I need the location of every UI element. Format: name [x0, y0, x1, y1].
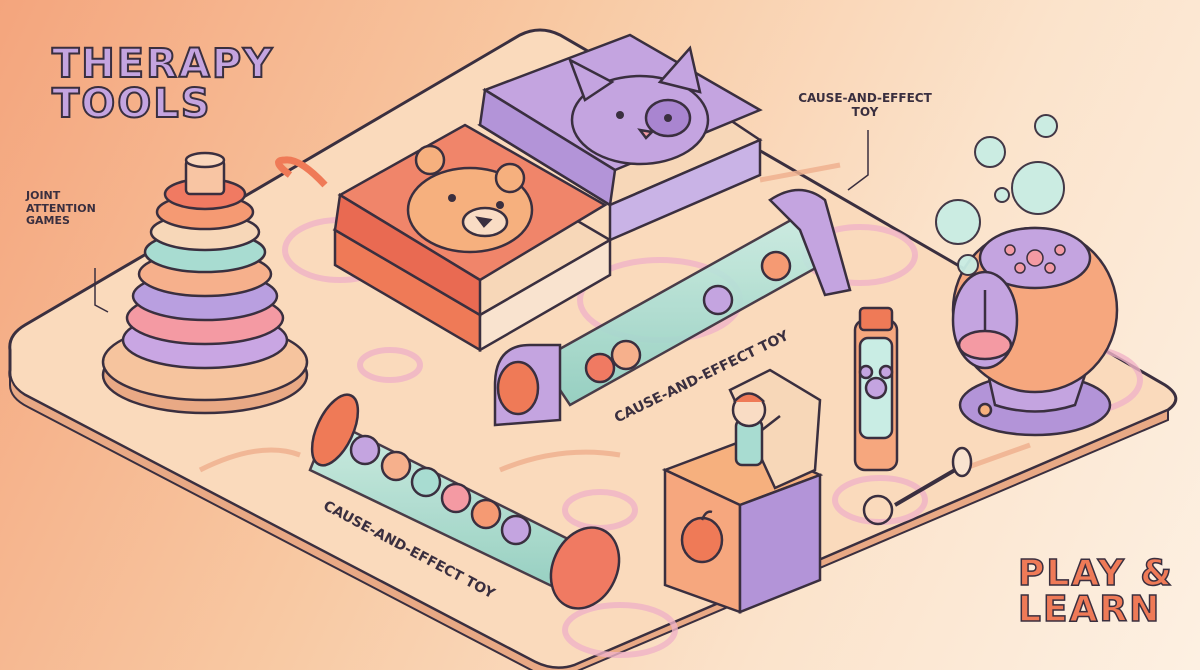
- bubble-bottle: [853, 306, 899, 472]
- label-line: JOINT: [26, 189, 61, 202]
- label-line: TOY: [851, 104, 879, 119]
- cause-effect-tube-middle: [493, 188, 852, 427]
- title-line-1: PLAY &: [1017, 553, 1174, 594]
- bear-cloth-book: [275, 123, 613, 353]
- label-line: ATTENTION: [26, 201, 96, 215]
- jack-in-the-box-toy: [661, 368, 824, 614]
- callout-leader-lines: [94, 130, 869, 313]
- soap-bubbles: [935, 114, 1065, 276]
- ring-stacker-toy: [101, 151, 309, 415]
- therapy-tools-title: THERAPY TOOLS: [51, 41, 275, 127]
- bubble-wand: [862, 446, 973, 526]
- play-and-learn-title: PLAY & LEARN: [1017, 553, 1174, 630]
- cat-cloth-book: [477, 33, 763, 242]
- title-line-2: TOOLS: [51, 81, 212, 127]
- cause-effect-top-label: CAUSE-AND-EFFECT TOY: [790, 91, 940, 120]
- joint-attention-label: JOINT ATTENTION GAMES: [26, 189, 118, 228]
- label-line: GAMES: [26, 214, 70, 228]
- label-line: CAUSE-AND-EFFECT: [798, 91, 932, 105]
- title-line-1: THERAPY: [51, 41, 275, 87]
- bubble-machine: [951, 226, 1119, 437]
- title-line-2: LEARN: [1017, 589, 1162, 630]
- cause-effect-tube-lower: [308, 393, 621, 610]
